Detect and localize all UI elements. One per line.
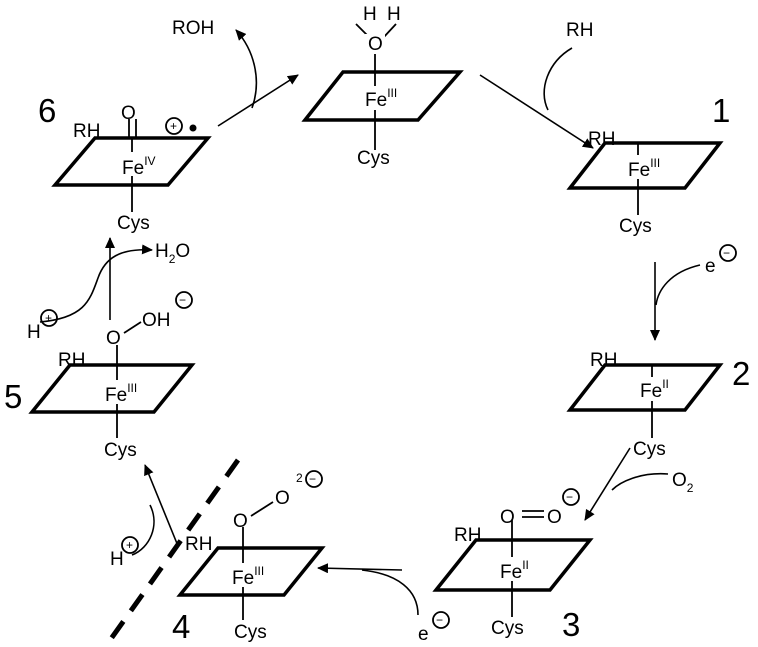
minus-sign: − bbox=[436, 613, 443, 627]
species-2-ferrous: FeII RH Cys 2 bbox=[566, 350, 750, 460]
cys-ligand: Cys bbox=[117, 213, 150, 234]
reagent-rh: RH bbox=[566, 20, 593, 41]
minus-charge-circle bbox=[562, 488, 580, 506]
proton-plus-circle bbox=[40, 309, 58, 327]
plus-sign: + bbox=[126, 538, 133, 552]
reagent-proton: H bbox=[27, 322, 41, 343]
charge-number: 2 bbox=[296, 471, 303, 485]
step-number-2: 2 bbox=[732, 355, 750, 392]
substrate-rh: RH bbox=[58, 350, 85, 371]
step-number-3: 3 bbox=[562, 606, 580, 643]
reagent-electron: e bbox=[418, 624, 429, 645]
substrate-rh: RH bbox=[590, 350, 617, 371]
reagent-proton: H bbox=[110, 549, 124, 570]
oxygen-2: O bbox=[547, 507, 562, 528]
species-6-compound-i: O FeIV RH + Cys 6 bbox=[38, 92, 212, 234]
o2-entry-curve bbox=[611, 472, 669, 491]
minus-sign: − bbox=[309, 472, 316, 486]
iron-label: FeIII bbox=[365, 86, 397, 111]
oo-single-bond bbox=[123, 321, 142, 334]
oxygen-1: O bbox=[106, 328, 121, 349]
substrate-rh: RH bbox=[454, 525, 481, 546]
water-h-left: H bbox=[363, 4, 377, 25]
heme-plane bbox=[566, 141, 724, 190]
electron-minus-circle bbox=[719, 244, 737, 262]
cys-ligand: Cys bbox=[619, 216, 652, 237]
plus-sign: + bbox=[45, 311, 52, 325]
step-second-reduction: e − bbox=[317, 563, 450, 645]
step-rh-binding: RH bbox=[479, 20, 594, 149]
minus-charge-circle bbox=[305, 470, 323, 488]
arrow-to-species-3 bbox=[584, 447, 631, 521]
oo-single-bond bbox=[250, 501, 274, 517]
cys-ligand: Cys bbox=[633, 439, 666, 460]
iron-label: FeIII bbox=[105, 381, 137, 406]
arrow-to-resting-state bbox=[217, 74, 299, 127]
arrow-to-species-4 bbox=[317, 563, 403, 574]
oxygen-2: O bbox=[275, 488, 290, 509]
hydroxyl-oh: OH bbox=[142, 310, 171, 331]
species-1-substrate-bound: FeIII RH Cys 1 bbox=[566, 92, 730, 237]
electron-entry-curve bbox=[655, 264, 701, 306]
iron-label: FeII bbox=[640, 377, 669, 402]
cys-ligand: Cys bbox=[491, 618, 524, 639]
electron-minus-circle bbox=[432, 611, 450, 629]
heme-plane bbox=[301, 70, 464, 122]
substrate-rh: RH bbox=[73, 121, 100, 142]
proton-entry-curve bbox=[131, 504, 155, 556]
radical-dot bbox=[189, 124, 197, 132]
reagent-electron: e bbox=[705, 256, 716, 277]
proton-plus-circle bbox=[121, 536, 139, 554]
iron-label: FeII bbox=[500, 558, 529, 583]
heme-plane bbox=[566, 363, 724, 412]
iron-label: FeIII bbox=[628, 156, 660, 181]
heme-plane bbox=[51, 136, 212, 187]
plus-sign: + bbox=[170, 119, 177, 133]
minus-charge-circle bbox=[175, 291, 193, 309]
minus-sign: − bbox=[566, 490, 573, 504]
step-second-protonation: H + H2O bbox=[27, 237, 190, 343]
water-o: O bbox=[368, 34, 383, 55]
resting-state-water-complex: H H O FeIII Cys bbox=[301, 4, 464, 169]
reagent-o2: O2 bbox=[672, 470, 694, 495]
cys-ligand: Cys bbox=[234, 622, 267, 643]
step-oxygen-binding: O2 bbox=[584, 447, 694, 521]
oxygen-1: O bbox=[500, 507, 515, 528]
species-5-hydroperoxo-complex: FeIII RH O OH − Cys 5 bbox=[4, 291, 196, 461]
step-first-reduction: e − bbox=[650, 244, 737, 341]
radical-cation-plus-circle bbox=[165, 117, 183, 135]
cys-ligand: Cys bbox=[357, 148, 390, 169]
electron-entry-curve bbox=[361, 569, 419, 616]
proton-water-exchange-curve bbox=[39, 244, 153, 323]
rh-entry-curve bbox=[543, 47, 573, 111]
arrow-to-species-1 bbox=[479, 74, 594, 149]
roh-exit-curve bbox=[235, 29, 258, 109]
cys-ligand: Cys bbox=[104, 440, 137, 461]
species-3-oxy-complex: FeII RH O O − Cys 3 bbox=[432, 488, 594, 643]
step-first-protonation: H + bbox=[110, 464, 179, 570]
water-h-right: H bbox=[387, 4, 401, 25]
substrate-rh: RH bbox=[588, 129, 615, 150]
arrow-to-species-5 bbox=[144, 464, 179, 547]
minus-sign: − bbox=[179, 293, 186, 307]
iron-label: FeIV bbox=[122, 154, 156, 179]
step-product-release: ROH bbox=[172, 18, 299, 127]
species-4-peroxo-complex: FeIII RH O O 2 − Cys 4 bbox=[172, 470, 326, 645]
substrate-rh: RH bbox=[185, 534, 212, 555]
product-water: H2O bbox=[155, 241, 190, 266]
shunt-dashed-divider bbox=[105, 458, 241, 645]
step-number-6: 6 bbox=[38, 92, 56, 129]
heme-plane bbox=[28, 363, 196, 414]
minus-sign: − bbox=[723, 246, 730, 260]
oxygen-1: O bbox=[233, 511, 248, 532]
iron-label: FeIII bbox=[232, 564, 264, 589]
oh-bond-right bbox=[382, 23, 397, 39]
step-number-4: 4 bbox=[172, 608, 190, 645]
step-number-1: 1 bbox=[712, 92, 730, 129]
step-number-5: 5 bbox=[4, 378, 22, 415]
heme-plane bbox=[176, 546, 326, 597]
product-roh: ROH bbox=[172, 18, 214, 39]
oxo-oxygen: O bbox=[121, 103, 136, 124]
